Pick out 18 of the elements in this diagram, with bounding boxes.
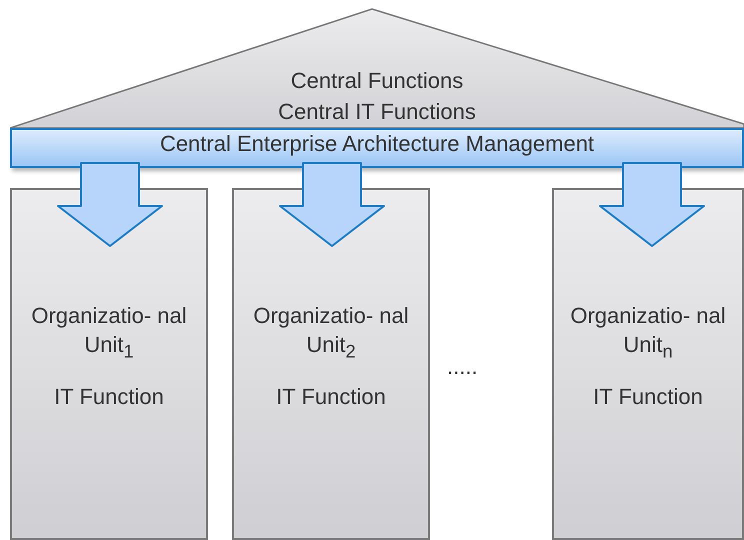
block-arrow bbox=[599, 162, 705, 247]
pillar-box bbox=[10, 188, 208, 540]
roof-label: Central Functions bbox=[290, 67, 464, 96]
pillar-box bbox=[232, 188, 430, 540]
pillar-label: Organizatio- nal Unit$_{n}$ bbox=[569, 302, 727, 363]
roof-label: Central IT Functions bbox=[278, 98, 476, 126]
management-bar bbox=[10, 128, 744, 168]
pillar-label: IT Function bbox=[592, 382, 704, 411]
pillar-box bbox=[552, 188, 744, 540]
pillar-label: IT Function bbox=[275, 382, 387, 411]
roof-shape bbox=[10, 8, 744, 128]
ellipsis-text: ..... bbox=[447, 354, 478, 380]
pillar-label: IT Function bbox=[53, 382, 165, 411]
bar-label: Central Enterprise Architecture Management bbox=[160, 130, 594, 158]
pillar-label: Organizatio- nal Unit$_{1}$ bbox=[30, 302, 188, 363]
pillar-label: Organizatio- nal Unit$_{2}$ bbox=[252, 302, 410, 363]
block-arrow bbox=[57, 162, 163, 247]
block-arrow bbox=[279, 162, 385, 247]
